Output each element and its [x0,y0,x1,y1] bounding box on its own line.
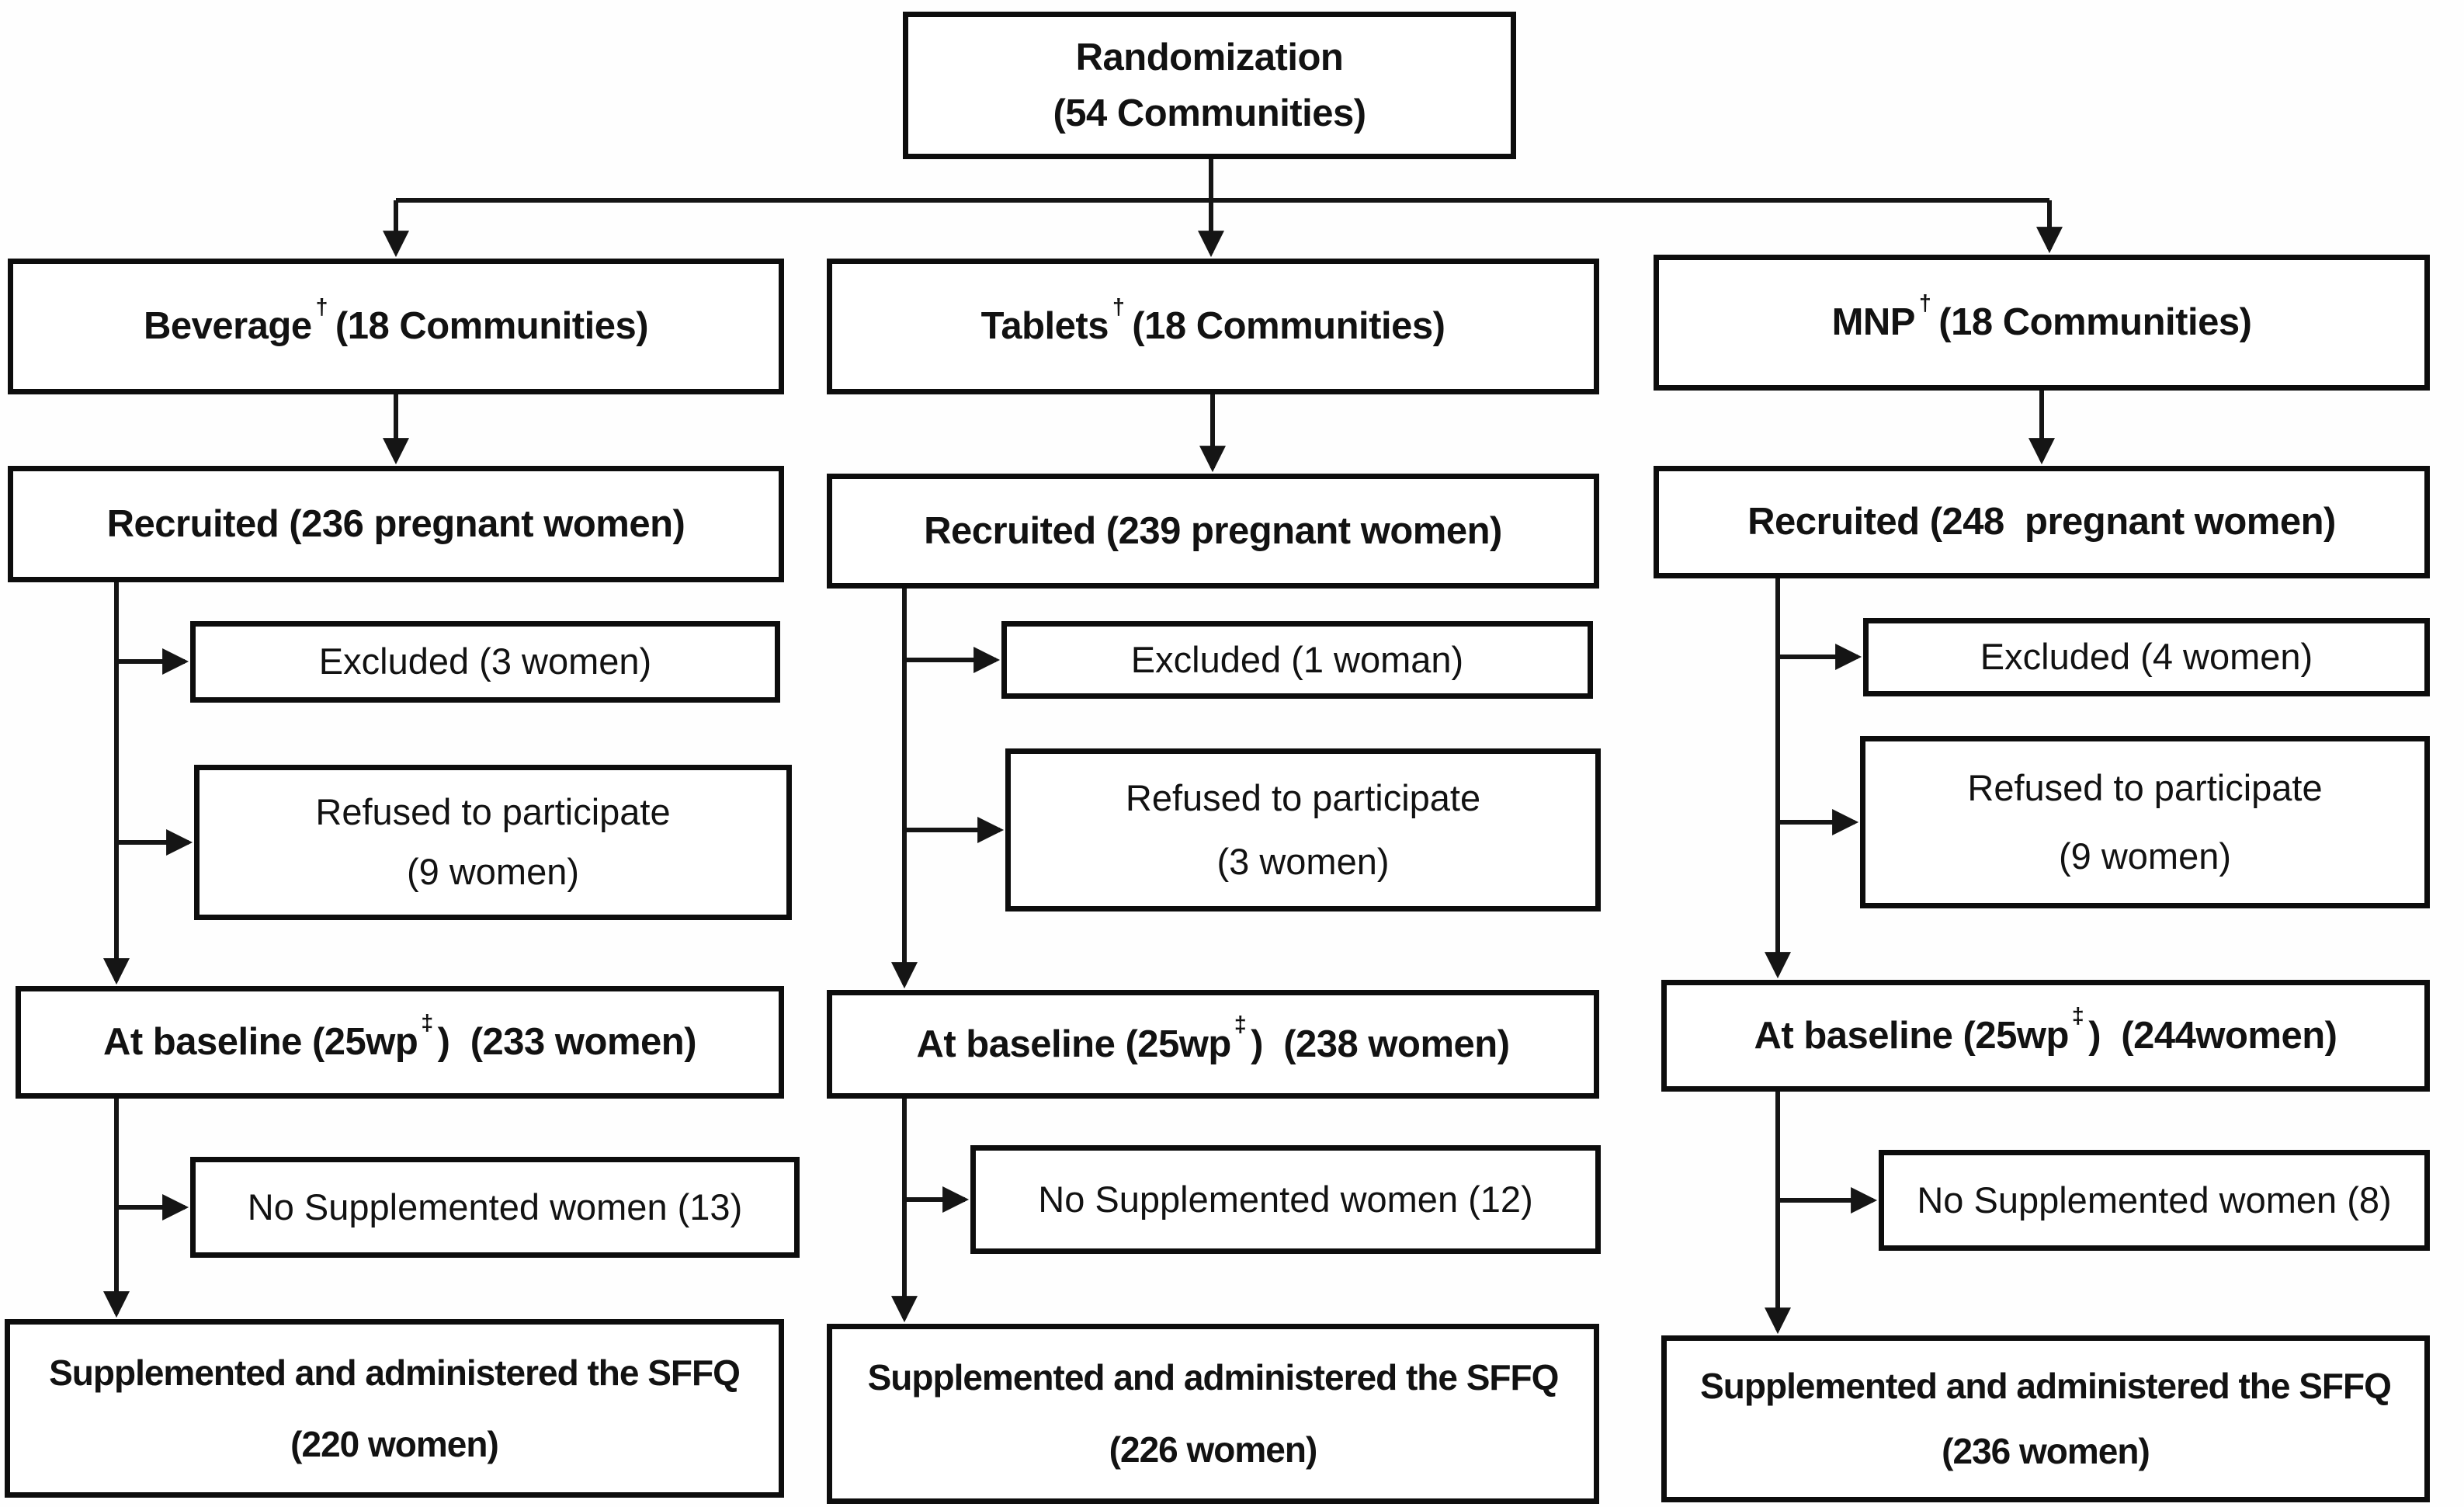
tablets-excluded-box: Excluded (1 woman) [1001,621,1593,699]
sffq-line2: (220 women) [290,1423,499,1464]
refused-line1: Refused to participate [1125,776,1481,818]
double-dagger-icon: ‡ [1234,1012,1247,1038]
tablets-not-supplemented-box: No Supplemented women (12) [970,1145,1601,1254]
randomization-title: Randomization [1075,36,1344,78]
beverage-refused-box: Refused to participate (9 women) [194,765,792,920]
sffq-line1: Supplemented and administered the SFFQ [1700,1365,2392,1406]
randomization-box: Randomization (54 Communities) [903,12,1516,159]
mnp-excluded-box: Excluded (4 women) [1863,618,2430,696]
beverage-recruited-box: Recruited (236 pregnant women) [8,466,784,582]
baseline-label: At baseline (25wp‡) (238 women) [916,1012,1510,1066]
tablets-refused-box: Refused to participate (3 women) [1005,748,1601,911]
refused-line1: Refused to participate [1967,766,2323,808]
tablets-supplemented-sffq-box: Supplemented and administered the SFFQ (… [827,1324,1599,1504]
tablets-recruited-box: Recruited (239 pregnant women) [827,474,1599,589]
tablets-header-box: Tablets† (18 Communities) [827,259,1599,394]
beverage-supplemented-sffq-box: Supplemented and administered the SFFQ (… [5,1319,784,1498]
not-supplemented-label: No Supplemented women (8) [1917,1179,2392,1221]
not-supplemented-label: No Supplemented women (12) [1038,1178,1533,1220]
header-text-pre: Tablets [980,305,1109,348]
baseline-label: At baseline (25wp‡) (233 women) [102,1011,697,1064]
header-text-pre: Beverage [143,305,312,348]
sffq-line2: (226 women) [1109,1429,1318,1471]
randomization-branch-lines [383,159,2063,258]
baseline-text-pre: At baseline (25wp [916,1023,1231,1065]
recruited-label: Recruited (236 pregnant women) [106,502,685,545]
refused-line1: Refused to participate [315,791,671,833]
dagger-icon: † [1918,290,1931,316]
beverage-header-box: Beverage† (18 Communities) [8,259,784,394]
excluded-label: Excluded (3 women) [318,641,652,682]
beverage-header-label: Beverage† (18 Communities) [143,295,649,348]
refused-line2: (3 women) [1216,840,1390,882]
baseline-text-post: ) (233 women) [437,1021,697,1064]
beverage-excluded-box: Excluded (3 women) [190,621,780,703]
sffq-line2: (236 women) [1942,1431,2150,1472]
sffq-line1: Supplemented and administered the SFFQ [49,1352,741,1393]
beverage-arm-lines [103,394,409,1318]
mnp-baseline-box: At baseline (25wp‡) (244women) [1661,980,2430,1092]
dagger-icon: † [315,294,328,320]
refused-line2: (9 women) [2058,835,2231,877]
header-text-post: (18 Communities) [1938,301,2252,344]
randomization-count: (54 Communities) [1053,92,1366,134]
baseline-text-pre: At baseline (25wp [1754,1014,2070,1057]
mnp-not-supplemented-box: No Supplemented women (8) [1879,1150,2430,1251]
baseline-text-post: ) (238 women) [1251,1023,1510,1065]
refused-line2: (9 women) [406,851,579,893]
mnp-arm-lines [1765,391,2055,1335]
sffq-line1: Supplemented and administered the SFFQ [867,1357,1560,1398]
header-text-pre: MNP [1831,301,1916,344]
baseline-text-pre: At baseline (25wp [102,1021,418,1064]
recruited-label: Recruited (239 pregnant women) [924,509,1502,552]
mnp-header-box: MNP† (18 Communities) [1654,255,2430,391]
tablets-arm-lines [891,394,1226,1323]
baseline-text-post: ) (244women) [2088,1014,2337,1057]
beverage-not-supplemented-box: No Supplemented women (13) [190,1157,800,1258]
double-dagger-icon: ‡ [2071,1004,2084,1030]
beverage-baseline-box: At baseline (25wp‡) (233 women) [16,986,784,1099]
baseline-label: At baseline (25wp‡) (244women) [1754,1004,2337,1057]
dagger-icon: † [1112,294,1125,320]
excluded-label: Excluded (4 women) [1980,636,2313,678]
header-text-post: (18 Communities) [335,305,649,348]
mnp-recruited-box: Recruited (248 pregnant women) [1654,466,2430,578]
tablets-header-label: Tablets† (18 Communities) [980,295,1445,348]
mnp-supplemented-sffq-box: Supplemented and administered the SFFQ (… [1661,1335,2430,1502]
header-text-post: (18 Communities) [1132,305,1445,348]
not-supplemented-label: No Supplemented women (13) [247,1186,743,1227]
mnp-header-label: MNP† (18 Communities) [1831,291,2252,344]
excluded-label: Excluded (1 woman) [1130,638,1464,680]
mnp-refused-box: Refused to participate (9 women) [1860,736,2430,908]
double-dagger-icon: ‡ [421,1010,433,1036]
recruited-label: Recruited (248 pregnant women) [1747,501,2336,543]
tablets-baseline-box: At baseline (25wp‡) (238 women) [827,990,1599,1099]
